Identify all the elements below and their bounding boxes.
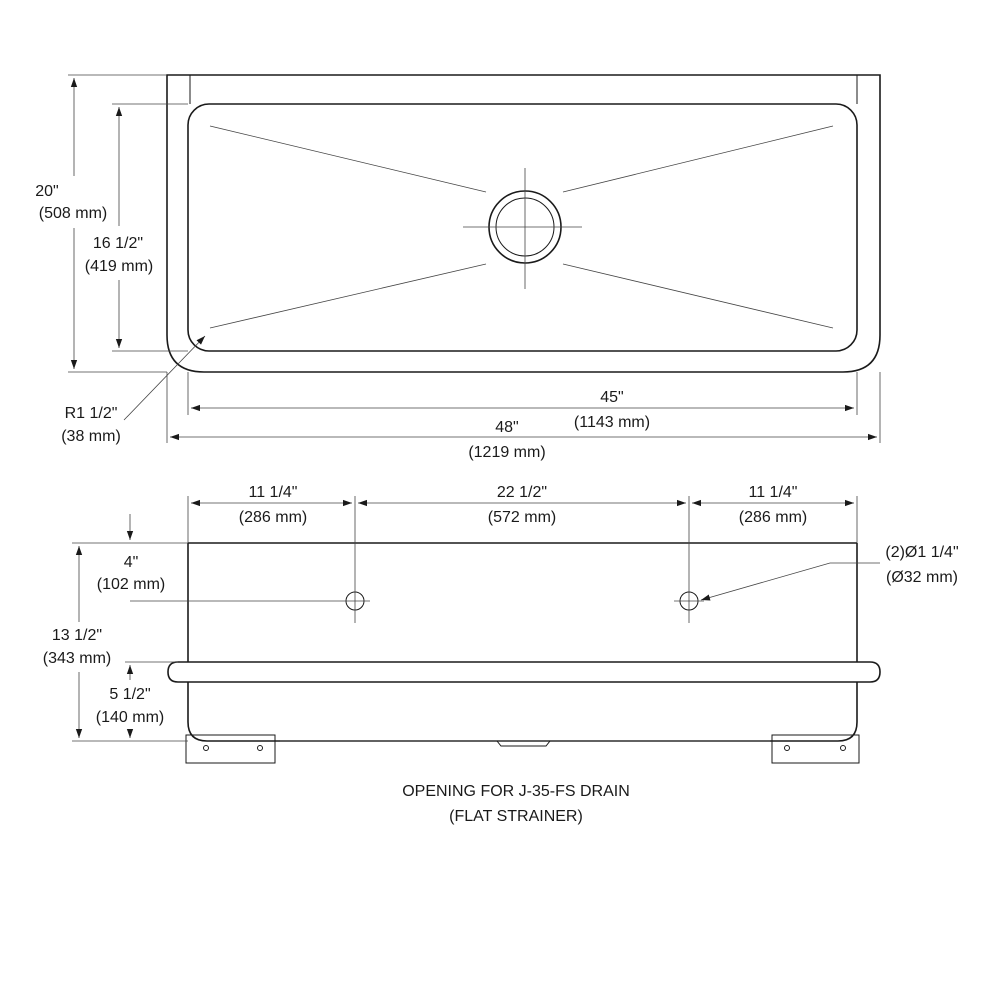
slope-line bbox=[562, 125, 834, 193]
bowl-front bbox=[187, 682, 858, 742]
drain-outlet bbox=[496, 740, 551, 747]
corner-radius-mm: (38 mm) bbox=[61, 428, 121, 445]
holes-spec-in: (2)Ø1 1/4" bbox=[885, 544, 958, 561]
center-spacing-mm: (572 mm) bbox=[488, 509, 556, 526]
slope-line bbox=[209, 263, 487, 329]
center-spacing-in: 22 1/2" bbox=[497, 484, 547, 501]
slope-line bbox=[209, 125, 487, 193]
overall-width-mm: (1219 mm) bbox=[468, 444, 545, 461]
slope-line bbox=[562, 263, 834, 329]
front-rim bbox=[167, 661, 881, 683]
overall-depth-in: 20" bbox=[35, 183, 58, 200]
corner-radius-in: R1 1/2" bbox=[65, 405, 118, 422]
holes-leader bbox=[700, 562, 880, 601]
right-spacing-in: 11 1/4" bbox=[749, 484, 798, 501]
drain-opening bbox=[463, 168, 582, 289]
overall-height-mm: (343 mm) bbox=[43, 650, 111, 667]
caption-line-1: OPENING FOR J-35-FS DRAIN bbox=[402, 783, 630, 800]
holes-spec-mm: (Ø32 mm) bbox=[886, 569, 958, 586]
left-spacing-in: 11 1/4" bbox=[249, 484, 298, 501]
bowl-width-in: 45" bbox=[600, 389, 623, 406]
bowl-width-mm: (1143 mm) bbox=[574, 414, 650, 431]
overall-depth-mm: (508 mm) bbox=[39, 205, 107, 222]
bowl-height-in: 5 1/2" bbox=[109, 686, 150, 703]
bowl-depth-mm: (419 mm) bbox=[85, 258, 153, 275]
mounting-bracket-right bbox=[771, 734, 860, 764]
bowl-outline bbox=[187, 103, 858, 352]
faucet-hole-left bbox=[340, 586, 370, 623]
caption-line-2: (FLAT STRAINER) bbox=[449, 808, 583, 825]
right-spacing-mm: (286 mm) bbox=[739, 509, 807, 526]
front-view: 11 1/4" (286 mm) 22 1/2" (572 mm) 11 1/4… bbox=[43, 484, 959, 764]
overall-width-in: 48" bbox=[495, 419, 518, 436]
overall-height-in: 13 1/2" bbox=[52, 627, 102, 644]
hole-height-mm: (102 mm) bbox=[97, 576, 165, 593]
hole-height-in: 4" bbox=[124, 554, 139, 571]
bowl-height-mm: (140 mm) bbox=[96, 709, 164, 726]
radius-leader bbox=[123, 335, 206, 421]
faucet-hole-right bbox=[674, 586, 704, 623]
bowl-depth-in: 16 1/2" bbox=[93, 235, 143, 252]
left-spacing-mm: (286 mm) bbox=[239, 509, 307, 526]
sink-outer-outline bbox=[166, 74, 881, 373]
top-view: 20" (508 mm) 16 1/2" (419 mm) R1 1/2" (3… bbox=[35, 74, 881, 461]
mounting-bracket-left bbox=[185, 734, 276, 764]
